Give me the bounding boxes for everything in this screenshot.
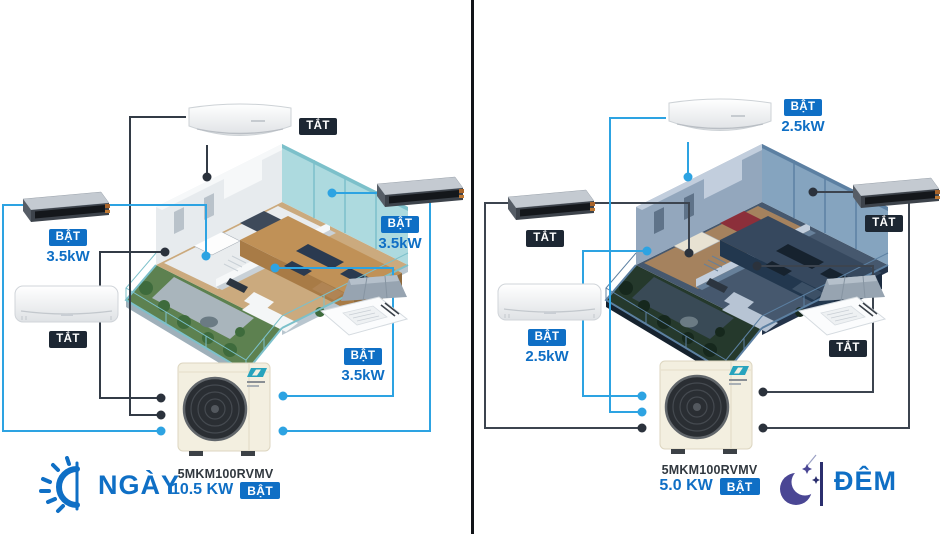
- power-label: 2.5kW: [781, 117, 825, 135]
- status-label-emura-day: TẮT: [288, 116, 348, 135]
- indoor-unit-wall-day: [14, 285, 119, 323]
- day-mode: NGÀY: [36, 456, 180, 514]
- outdoor-unit-night: [659, 359, 753, 456]
- moon-icon: [779, 454, 824, 507]
- status-label-wall-night: BẬT 2.5kW: [509, 327, 585, 365]
- status-badge: BẬT: [240, 481, 281, 499]
- indoor-unit-cassette-day: [320, 274, 408, 336]
- outdoor-capacity-row-night: 5.0 KW BẬT: [642, 477, 777, 495]
- junction-dots-on-night: [637, 172, 693, 417]
- night-mode: ĐÊM: [776, 452, 897, 510]
- outdoor-model-label: 5MKM100RVMV: [177, 467, 274, 481]
- indoor-unit-ducted-right-day: [376, 176, 465, 208]
- capacity-label: 10.5 KW: [170, 481, 234, 498]
- status-label-ducted-right-night: TẮT: [854, 213, 914, 232]
- piping-off-day: [99, 116, 208, 416]
- indoor-unit-ducted-right-night: [852, 177, 941, 209]
- piping-on-night: [582, 117, 689, 413]
- outdoor-capacity-row-day: 10.5 KW BẬT: [158, 481, 293, 499]
- indoor-unit-ducted-left-day: [22, 191, 111, 223]
- status-label-emura-night: BẬT 2.5kW: [771, 97, 835, 135]
- outdoor-model-label: 5MKM100RVMV: [661, 463, 758, 477]
- status-label-cassette-day: BẬT 3.5kW: [328, 346, 398, 384]
- junction-dots-off-day: [156, 172, 212, 420]
- power-label: 3.5kW: [46, 247, 90, 265]
- power-label: 2.5kW: [525, 347, 569, 365]
- junction-dots-off-night: [637, 187, 818, 433]
- status-badge: BẬT: [343, 348, 383, 365]
- status-badge: BẬT: [527, 329, 567, 346]
- power-label: 3.5kW: [378, 234, 422, 252]
- status-badge: TẮT: [829, 340, 867, 357]
- junction-dots-on-day: [156, 188, 337, 436]
- sun-icon: [36, 456, 88, 514]
- indoor-unit-wall-night: [497, 283, 602, 321]
- status-badge: TẮT: [49, 331, 87, 348]
- status-label-ducted-left-night: TẮT: [515, 228, 575, 247]
- status-badge: BẬT: [719, 477, 760, 495]
- indoor-unit-cassette-night: [798, 274, 886, 336]
- mode-label: NGÀY: [98, 469, 181, 500]
- status-label-cassette-night: TẮT: [818, 338, 878, 357]
- status-badge: TẮT: [299, 118, 337, 135]
- status-badge: TẮT: [526, 230, 564, 247]
- indoor-unit-ducted-left-night: [507, 189, 596, 221]
- status-label-wall-day: TẮT: [38, 329, 98, 348]
- status-badge: BẬT: [783, 99, 823, 116]
- indoor-unit-wall-curved-day: [188, 103, 292, 137]
- status-badge: TẮT: [865, 215, 903, 232]
- status-badge: BẬT: [48, 229, 88, 246]
- panel-divider: [471, 0, 474, 534]
- mode-label: ĐÊM: [834, 465, 897, 496]
- outdoor-unit-day: [177, 361, 271, 458]
- power-label: 3.5kW: [341, 366, 385, 384]
- status-label-ducted-left-day: BẬT 3.5kW: [26, 227, 110, 265]
- status-label-ducted-right-day: BẬT 3.5kW: [358, 214, 442, 252]
- capacity-label: 5.0 KW: [659, 477, 713, 494]
- status-badge: BẬT: [380, 216, 420, 233]
- indoor-unit-wall-curved-night: [668, 98, 772, 132]
